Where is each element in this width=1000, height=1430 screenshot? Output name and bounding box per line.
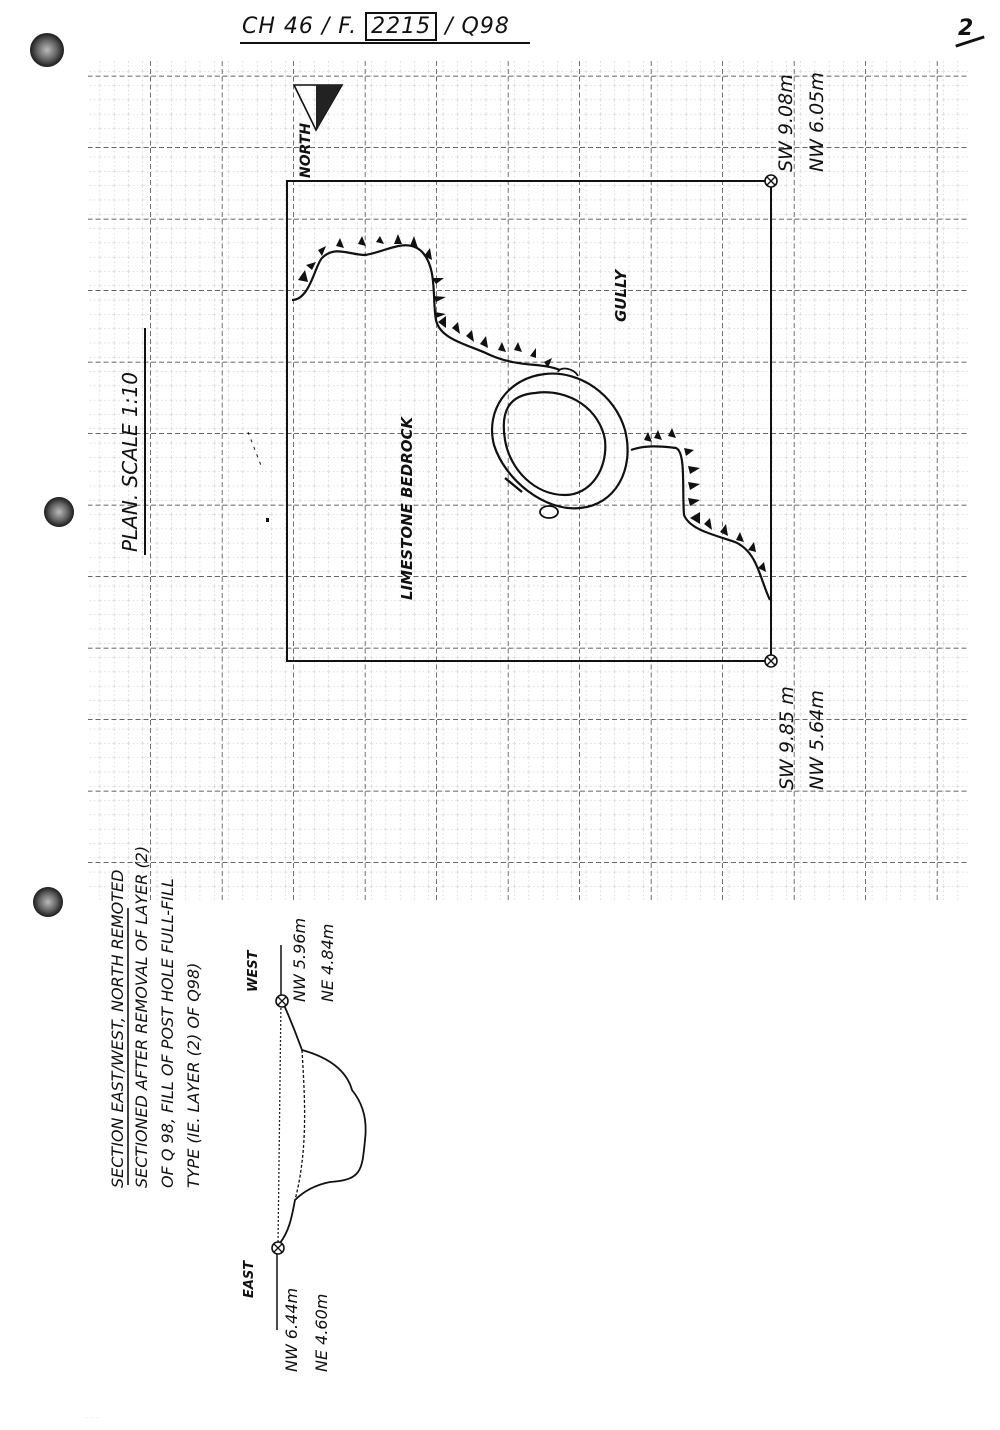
- gully-label: GULLY: [612, 269, 630, 322]
- post-hole-feature: [491, 367, 629, 519]
- plan-frame: [286, 180, 772, 662]
- page-number: 2: [958, 16, 974, 41]
- reference-boxed: 2215: [365, 12, 438, 41]
- north-arrow-icon: [292, 84, 344, 132]
- west-point-coord-1: NW 5.96m: [290, 917, 309, 1002]
- stray-mark: [247, 431, 263, 469]
- north-label: NORTH: [298, 122, 314, 178]
- gully-hachures-upper: [298, 234, 552, 368]
- survey-point-west: [275, 994, 289, 1008]
- punch-hole-top: [30, 33, 64, 67]
- section-note-line-3: TYPE (IE. LAYER (2) OF Q98): [184, 962, 203, 1188]
- top-right-coord-2: NW 6.05m: [806, 72, 828, 172]
- section-profile: [271, 945, 367, 1330]
- gully-edge-upper: [291, 244, 561, 372]
- bottom-right-coord-1: SW 9.85 m: [776, 686, 798, 790]
- section-note-line-1: SECTIONED AFTER REMOVAL OF LAYER (2): [132, 845, 151, 1188]
- section-title: SECTION EAST/WEST, NORTH REMOTED: [108, 869, 127, 1188]
- survey-point-east: [271, 1241, 285, 1255]
- reference-number: CH 46 / F. 2215 / Q98: [242, 12, 510, 41]
- plan-title: PLAN. SCALE 1:10: [118, 372, 142, 552]
- faint-footer-mark: · · ·: [85, 1412, 99, 1422]
- west-point-coord-2: NE 4.84m: [318, 923, 337, 1002]
- bedrock-label: LIMESTONE BEDROCK: [398, 416, 416, 600]
- reference-suffix: / Q98: [445, 14, 510, 39]
- punch-hole-middle: [44, 497, 74, 527]
- top-right-coord-1: SW 9.08m: [775, 74, 797, 172]
- reference-underline: [240, 42, 530, 44]
- reference-prefix: CH 46 / F.: [242, 14, 358, 39]
- survey-point-bottom-right: [764, 654, 778, 668]
- west-label: WEST: [246, 950, 261, 992]
- east-point-coord-1: NW 6.44m: [282, 1287, 301, 1372]
- bottom-right-coord-2: NW 5.64m: [806, 690, 828, 790]
- section-note-line-2: OF Q 98, FILL OF POST HOLE FULL-FILL: [158, 878, 177, 1188]
- east-point-coord-2: NE 4.60m: [312, 1293, 331, 1372]
- gully-hachures-lower: [644, 428, 766, 572]
- survey-point-top-right: [764, 174, 778, 188]
- east-label: EAST: [242, 1260, 257, 1298]
- punch-hole-lower: [33, 887, 63, 917]
- gully-edge-lower: [630, 445, 771, 601]
